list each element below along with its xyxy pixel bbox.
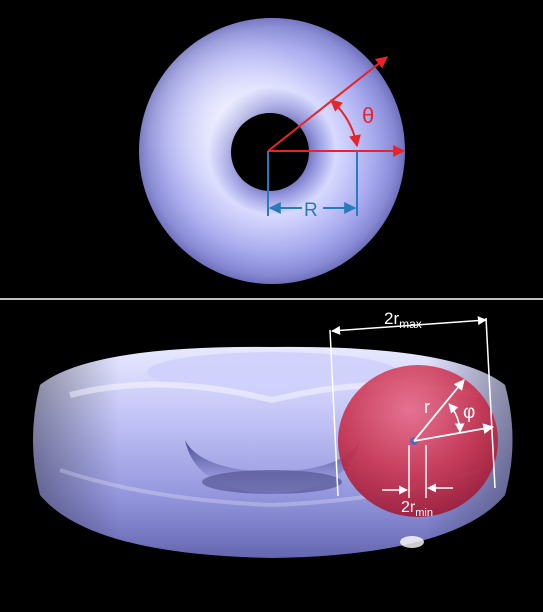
torus-top-opening <box>147 352 397 392</box>
top-view-panel: θ R <box>139 18 406 284</box>
phi-label: φ <box>463 402 475 423</box>
rmax-arrow <box>331 316 487 335</box>
theta-diagonal-arrow <box>267 56 388 152</box>
rmax-left-extension <box>329 329 339 497</box>
rmin-label: 2rmin <box>401 499 433 519</box>
minor-radius-arrow <box>413 379 465 442</box>
side-view-panel: 2rmax r φ 2rmin <box>33 309 513 558</box>
rmax-label: 2rmax <box>384 309 422 331</box>
cross-section-reflection <box>400 536 424 548</box>
phi-arc <box>448 403 465 433</box>
major-radius-label: R <box>304 200 318 221</box>
rmax-right-extension <box>485 317 496 489</box>
torus-hole-shadow <box>202 470 342 494</box>
minor-radius-label: r <box>424 397 430 417</box>
theta-label: θ <box>362 103 374 128</box>
theta-arc <box>330 99 361 148</box>
phi-baseline-arrow <box>413 423 495 442</box>
